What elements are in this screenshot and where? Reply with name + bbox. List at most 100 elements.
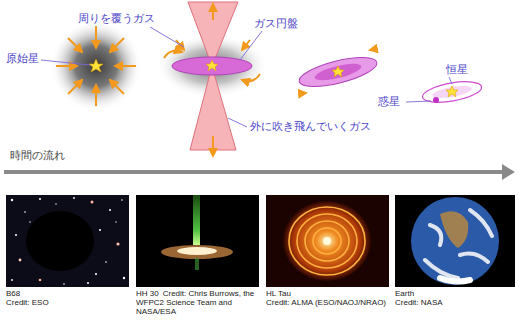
shape-part <box>19 259 22 262</box>
shape-part <box>68 80 82 94</box>
shape-part <box>370 49 377 52</box>
orbit <box>421 78 483 106</box>
shape-part <box>15 234 17 236</box>
shape-part <box>116 242 119 245</box>
shape-part <box>289 207 365 275</box>
shape-part <box>110 38 124 52</box>
shape-part <box>115 65 136 67</box>
shape-part <box>164 51 182 58</box>
shape-part <box>195 258 199 270</box>
shape-part <box>121 199 123 201</box>
photo-panel: HL TauCredit: ALMA (ESO/NAOJ/NRAO) <box>266 195 390 307</box>
shape-part <box>289 207 365 275</box>
shape-part <box>91 201 94 204</box>
photo-earth <box>395 195 515 287</box>
photo-credit: Credit: ESO <box>6 298 130 307</box>
shape-part <box>240 31 262 60</box>
gas-disk <box>297 52 380 93</box>
shape-part <box>323 237 331 245</box>
shape-part <box>99 229 101 231</box>
shape-part <box>161 245 233 259</box>
protostar-stage <box>50 20 142 112</box>
time-arrow-head <box>502 164 515 180</box>
shape-part <box>212 4 214 20</box>
leader-lines <box>41 27 452 127</box>
callout-label: 周りを覆うガス <box>78 12 155 25</box>
shape-part <box>212 136 214 156</box>
callout-label: ガス円盤 <box>254 17 298 30</box>
shape-part <box>425 210 492 278</box>
photo-name: HL Tau <box>266 289 390 298</box>
shape-part <box>313 228 341 254</box>
time-label: 時間の流れ <box>10 149 65 162</box>
photo-hh30 <box>136 195 259 287</box>
disk-stage <box>297 49 380 93</box>
shape-part <box>11 199 13 201</box>
callout-label: 外に吹き飛んでいくガス <box>250 120 371 133</box>
rotation-arrows <box>299 49 377 93</box>
shape-part <box>55 203 56 204</box>
shape-part <box>29 221 30 222</box>
shape-part <box>95 26 97 48</box>
shape-part <box>87 282 89 284</box>
photo-b68 <box>6 195 129 287</box>
shape-part <box>26 211 94 271</box>
shape-part <box>11 197 125 285</box>
shape-part <box>123 277 125 279</box>
photo-name: HH 30 <box>136 289 159 298</box>
star <box>332 66 344 77</box>
callout-label: 惑星 <box>378 95 400 108</box>
shape-part <box>150 27 184 47</box>
planet <box>433 97 439 103</box>
shape-part <box>299 90 306 93</box>
shape-part <box>105 261 107 263</box>
shape-part <box>411 197 499 285</box>
shape-part <box>110 80 124 94</box>
shape-part <box>6 195 129 287</box>
shape-part <box>39 279 42 282</box>
outflow-up <box>188 2 238 66</box>
star <box>206 60 218 71</box>
shape-part <box>193 195 200 245</box>
shape-part <box>395 195 515 287</box>
shape-part <box>440 278 470 282</box>
callout-label: 恒星 <box>446 63 468 76</box>
photo-name: B68 <box>6 289 130 298</box>
shape-part <box>95 273 97 275</box>
photo-credit: Credit: NASA <box>395 298 515 307</box>
photo-credit: Credit: ALMA (ESO/NAOJ/NRAO) <box>266 298 390 307</box>
photo-panel: B68Credit: ESO <box>6 195 130 307</box>
time-arrow-shaft <box>4 170 504 174</box>
shape-part <box>39 198 41 200</box>
shape-part <box>24 211 26 213</box>
shape-part <box>136 195 259 287</box>
infall-arrows <box>56 26 136 106</box>
shape-part <box>11 279 13 281</box>
photo-name: Earth <box>395 289 515 298</box>
shape-part <box>297 214 357 268</box>
shape-part <box>177 247 217 255</box>
shape-part <box>56 65 77 67</box>
time-arrow <box>4 164 515 180</box>
photo-panel: EarthCredit: NASA <box>395 195 515 307</box>
shape-part <box>95 85 97 106</box>
shape-part <box>242 74 260 81</box>
star <box>446 86 458 97</box>
shape-part <box>68 38 82 52</box>
shape-part <box>63 283 65 285</box>
shape-part <box>440 211 468 248</box>
gas-disk-inner <box>313 60 362 83</box>
callout-label: 原始星 <box>6 52 39 65</box>
shape-part <box>228 118 247 127</box>
shape-part <box>283 201 371 281</box>
planet-stage <box>421 78 483 106</box>
shape-part <box>266 195 389 287</box>
shape-part <box>73 197 75 199</box>
shape-part <box>115 221 116 222</box>
photo-hltau <box>266 195 389 287</box>
photo-panel: HH 30Credit: Chris Burrows, the WFPC2 Sc… <box>136 195 264 316</box>
shape-part <box>406 101 431 102</box>
